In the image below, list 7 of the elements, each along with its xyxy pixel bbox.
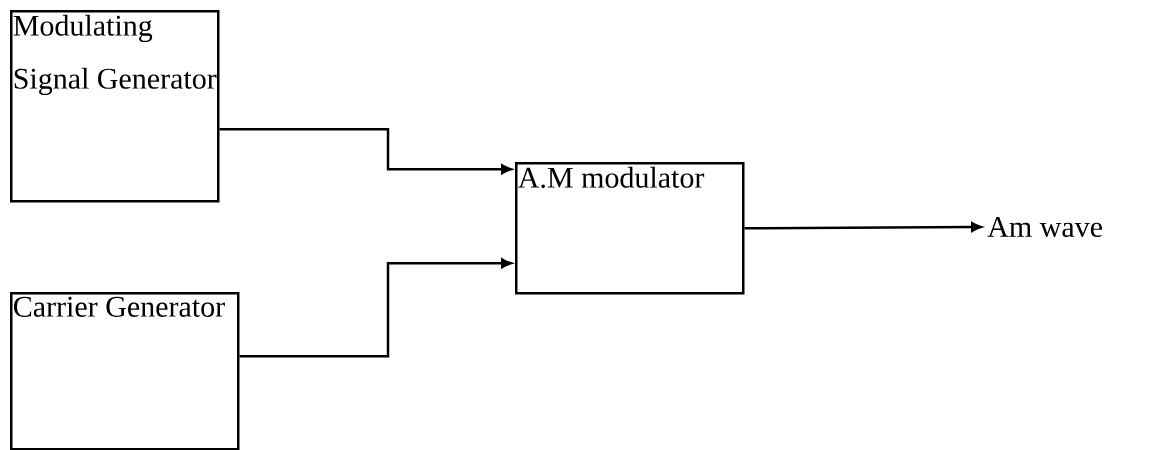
process-box: Modulating Signal Generator [10,10,220,203]
arrow [219,128,512,175]
process-box: Carrier Generator [10,292,240,450]
process-box: A.M modulator [515,162,745,295]
arrow [744,222,982,232]
arrow [239,258,512,358]
output-label: Am wave [987,216,1102,238]
